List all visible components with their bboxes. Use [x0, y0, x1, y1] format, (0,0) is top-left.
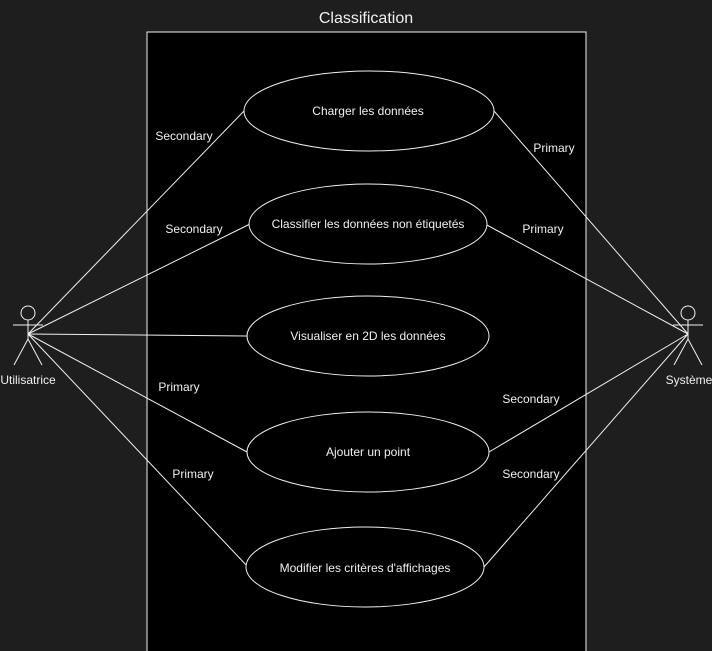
- actor-system[interactable]: Système: [666, 305, 712, 387]
- stick-figure-icon: [13, 305, 43, 366]
- association-label-user-uc5: Primary: [172, 467, 213, 481]
- actor-system-name: Système: [666, 373, 712, 387]
- use-case-charger[interactable]: Charger les données: [243, 70, 495, 152]
- use-case-classifier[interactable]: Classifier les données non étiquetés: [248, 183, 488, 265]
- actor-user[interactable]: Utilisatrice: [0, 305, 56, 387]
- use-case-visualiser[interactable]: Visualiser en 2D les données: [246, 295, 490, 377]
- association-label-user-uc2: Secondary: [165, 222, 222, 236]
- stick-figure-icon: [673, 305, 703, 366]
- use-case-label: Modifier les critères d'affichages: [280, 561, 451, 575]
- association-lines: [27, 110, 689, 568]
- association-label-user-uc1: Secondary: [155, 129, 212, 143]
- use-case-label: Classifier les données non étiquetés: [272, 217, 465, 231]
- use-case-ellipse: [246, 411, 490, 493]
- diagram-title: Classification: [319, 10, 413, 27]
- use-case-modifier[interactable]: Modifier les critères d'affichages: [245, 526, 485, 608]
- association-line-user-uc5: [27, 333, 249, 568]
- actor-user-name: Utilisatrice: [0, 373, 56, 387]
- use-case-label: Ajouter un point: [326, 445, 411, 459]
- association-label-system-uc1: Primary: [533, 141, 574, 155]
- association-label-system-uc5: Secondary: [502, 467, 559, 481]
- association-line-system-uc1: [493, 110, 689, 335]
- association-line-system-uc4: [488, 333, 689, 453]
- use-case-label: Visualiser en 2D les données: [290, 329, 445, 343]
- association-line-system-uc5: [483, 333, 689, 568]
- use-case-ellipse: [248, 183, 488, 265]
- use-case-ellipse: [245, 526, 485, 608]
- association-line-user-uc1: [27, 110, 245, 335]
- use-case-ellipse: [243, 70, 495, 152]
- association-label-system-uc4: Secondary: [502, 392, 559, 406]
- use-case-ajouter[interactable]: Ajouter un point: [246, 411, 490, 493]
- association-line-user-uc3: [27, 333, 248, 337]
- association-line-user-uc4: [27, 333, 248, 453]
- association-line-user-uc2: [27, 223, 251, 335]
- use-case-label: Charger les données: [312, 104, 423, 118]
- association-line-system-uc2: [484, 223, 689, 335]
- use-case-ellipse: [246, 295, 490, 377]
- association-label-system-uc2: Primary: [522, 222, 563, 236]
- association-label-user-uc4: Primary: [158, 380, 199, 394]
